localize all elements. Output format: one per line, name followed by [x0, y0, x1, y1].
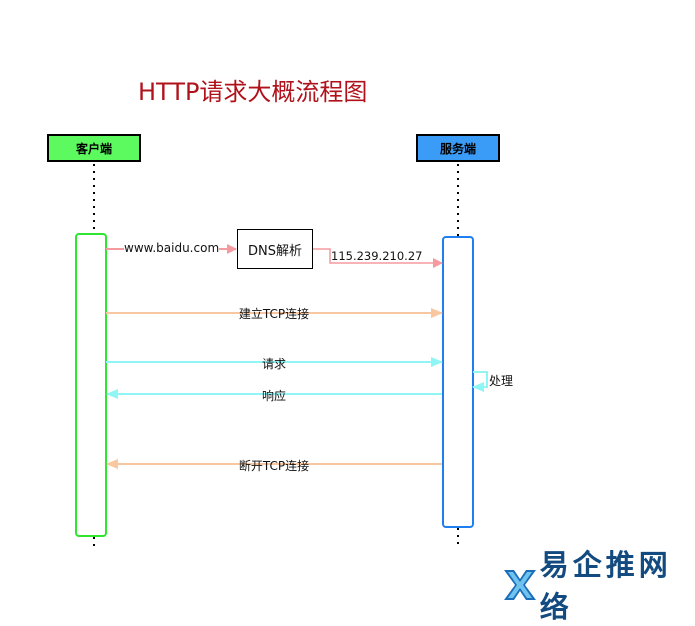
request-label: 请求 — [261, 357, 287, 371]
ip-label: 115.239.210.27 — [331, 249, 423, 263]
client-activation-box — [75, 233, 107, 537]
ip-arrow — [313, 248, 443, 268]
disconnect-label: 断开TCP连接 — [238, 459, 310, 473]
response-label: 响应 — [261, 389, 287, 403]
watermark-logo: 易企推网络 — [500, 548, 695, 624]
logo-x-icon — [504, 570, 536, 600]
diagram-title: HTTP请求大概流程图 — [138, 78, 368, 106]
logo-text: 易企推网络 — [539, 548, 672, 624]
server-activation-box — [442, 236, 474, 528]
client-actor: 客户端 — [47, 134, 141, 162]
connect-label: 建立TCP连接 — [238, 307, 310, 321]
url-label: www.baidu.com — [124, 241, 220, 255]
process-arrow — [472, 371, 488, 392]
dns-box: DNS解析 — [237, 229, 313, 269]
server-actor: 服务端 — [416, 134, 500, 162]
process-label: 处理 — [489, 374, 514, 388]
sequence-diagram — [75, 164, 536, 600]
